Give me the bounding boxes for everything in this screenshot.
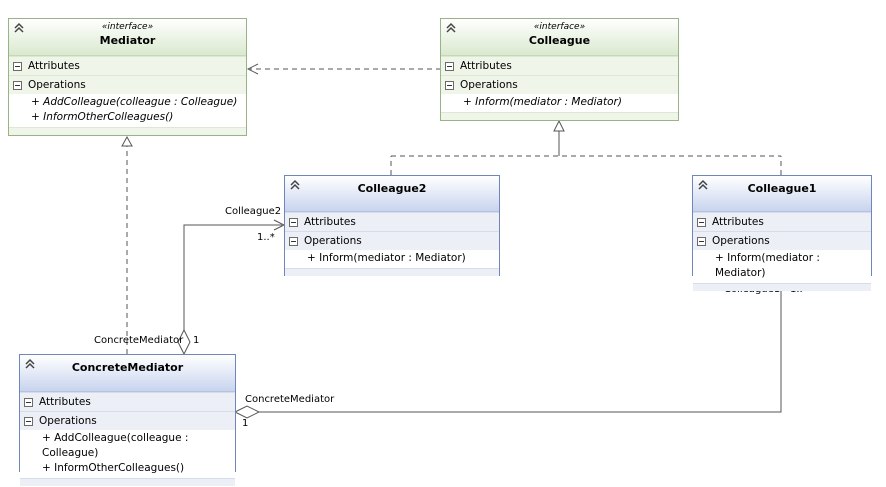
colleague1-operations-label: Operations	[712, 235, 770, 247]
operation-item[interactable]: + InformOtherColleagues()	[31, 111, 174, 123]
mediator-operations-compartment[interactable]: Operations	[9, 75, 246, 94]
realization-colleagues-to-colleague[interactable]	[390, 119, 782, 175]
collapse-toggle-icon[interactable]	[445, 80, 454, 90]
collapse-toggle-icon[interactable]	[445, 61, 454, 71]
concretemediator-attributes-label: Attributes	[39, 396, 91, 408]
dependency-colleague-to-mediator[interactable]	[246, 63, 441, 75]
collapse-toggle-icon[interactable]	[697, 236, 706, 246]
concretemediator-operations-label: Operations	[39, 415, 97, 427]
operation-item[interactable]: + Inform(mediator : Mediator)	[715, 252, 820, 279]
colleague2-operations-list: + Inform(mediator : Mediator)	[285, 250, 499, 268]
colleague2-operations-compartment[interactable]: Operations	[285, 231, 499, 250]
colleague-attributes-label: Attributes	[460, 60, 512, 72]
operation-item[interactable]: + InformOtherColleagues()	[42, 462, 185, 474]
collapse-chevron-icon[interactable]	[13, 22, 25, 34]
collapse-toggle-icon[interactable]	[13, 61, 22, 71]
concretemediator-operations-compartment[interactable]: Operations	[20, 411, 235, 430]
assoc-mult-concretemediator-right: 1	[242, 418, 249, 429]
colleague-footer	[441, 112, 678, 120]
colleague1-class-shape[interactable]: Colleague1 Attributes Operations + Infor…	[692, 175, 872, 291]
mediator-name: Mediator	[99, 34, 156, 47]
mediator-attributes-compartment[interactable]: Attributes	[9, 56, 246, 75]
colleague1-footer	[693, 283, 871, 291]
mediator-operations-label: Operations	[28, 79, 86, 91]
assoc-role-concretemediator-left: ConcreteMediator	[94, 335, 184, 346]
colleague-operations-label: Operations	[460, 79, 518, 91]
collapse-chevron-icon[interactable]	[24, 358, 36, 370]
operation-item[interactable]: + Inform(mediator : Mediator)	[307, 252, 466, 264]
colleague-attributes-compartment[interactable]: Attributes	[441, 56, 678, 75]
assoc-role-colleague2: Colleague2	[225, 206, 282, 217]
colleague1-name: Colleague1	[747, 182, 817, 195]
collapse-chevron-icon[interactable]	[697, 179, 709, 191]
collapse-toggle-icon[interactable]	[24, 397, 33, 407]
aggregation-to-colleague2[interactable]	[177, 219, 286, 356]
concretemediator-footer	[20, 478, 235, 486]
operation-item[interactable]: + Inform(mediator : Mediator)	[463, 96, 622, 108]
collapse-toggle-icon[interactable]	[697, 217, 706, 227]
concretemediator-operations-list: + AddColleague(colleague : Colleague) + …	[20, 430, 235, 478]
colleague2-class-shape[interactable]: Colleague2 Attributes Operations + Infor…	[284, 175, 500, 276]
concretemediator-header[interactable]: ConcreteMediator	[20, 355, 235, 392]
mediator-operations-list: + AddColleague(colleague : Colleague) + …	[9, 94, 246, 127]
operation-item[interactable]: + AddColleague(colleague : Colleague)	[42, 432, 189, 459]
colleague-stereotype: «interface»	[533, 22, 586, 32]
colleague2-attributes-label: Attributes	[304, 216, 356, 228]
concretemediator-name: ConcreteMediator	[71, 361, 184, 374]
colleague1-header[interactable]: Colleague1	[693, 176, 871, 212]
colleague-operations-compartment[interactable]: Operations	[441, 75, 678, 94]
collapse-toggle-icon[interactable]	[24, 416, 33, 426]
collapse-toggle-icon[interactable]	[289, 236, 298, 246]
mediator-stereotype: «interface»	[101, 22, 154, 32]
assoc-mult-concretemediator-left: 1	[193, 335, 200, 346]
operation-item[interactable]: + AddColleague(colleague : Colleague)	[31, 96, 238, 108]
realization-concretemediator-to-mediator[interactable]	[121, 135, 133, 354]
concretemediator-class-shape[interactable]: ConcreteMediator Attributes Operations +…	[19, 354, 236, 486]
colleague-header[interactable]: «interface» Colleague	[441, 19, 678, 56]
colleague2-attributes-compartment[interactable]: Attributes	[285, 212, 499, 231]
colleague2-name: Colleague2	[357, 182, 427, 195]
colleague1-operations-compartment[interactable]: Operations	[693, 231, 871, 250]
mediator-header[interactable]: «interface» Mediator	[9, 19, 246, 56]
colleague1-attributes-label: Attributes	[712, 216, 764, 228]
colleague1-operations-list: + Inform(mediator : Mediator)	[693, 250, 871, 283]
colleague2-header[interactable]: Colleague2	[285, 176, 499, 212]
collapse-toggle-icon[interactable]	[13, 80, 22, 90]
mediator-footer	[9, 127, 246, 135]
colleague-interface-shape[interactable]: «interface» Colleague Attributes Operati…	[440, 18, 679, 121]
colleague1-attributes-compartment[interactable]: Attributes	[693, 212, 871, 231]
collapse-chevron-icon[interactable]	[289, 179, 301, 191]
colleague-name: Colleague	[528, 34, 591, 47]
colleague-operations-list: + Inform(mediator : Mediator)	[441, 94, 678, 112]
mediator-attributes-label: Attributes	[28, 60, 80, 72]
mediator-interface-shape[interactable]: «interface» Mediator Attributes Operatio…	[8, 18, 247, 136]
colleague2-footer	[285, 268, 499, 276]
collapse-toggle-icon[interactable]	[289, 217, 298, 227]
assoc-mult-colleague2: 1..*	[257, 232, 275, 243]
colleague2-operations-label: Operations	[304, 235, 362, 247]
concretemediator-attributes-compartment[interactable]: Attributes	[20, 392, 235, 411]
assoc-role-concretemediator-right: ConcreteMediator	[245, 394, 335, 405]
collapse-chevron-icon[interactable]	[445, 22, 457, 34]
